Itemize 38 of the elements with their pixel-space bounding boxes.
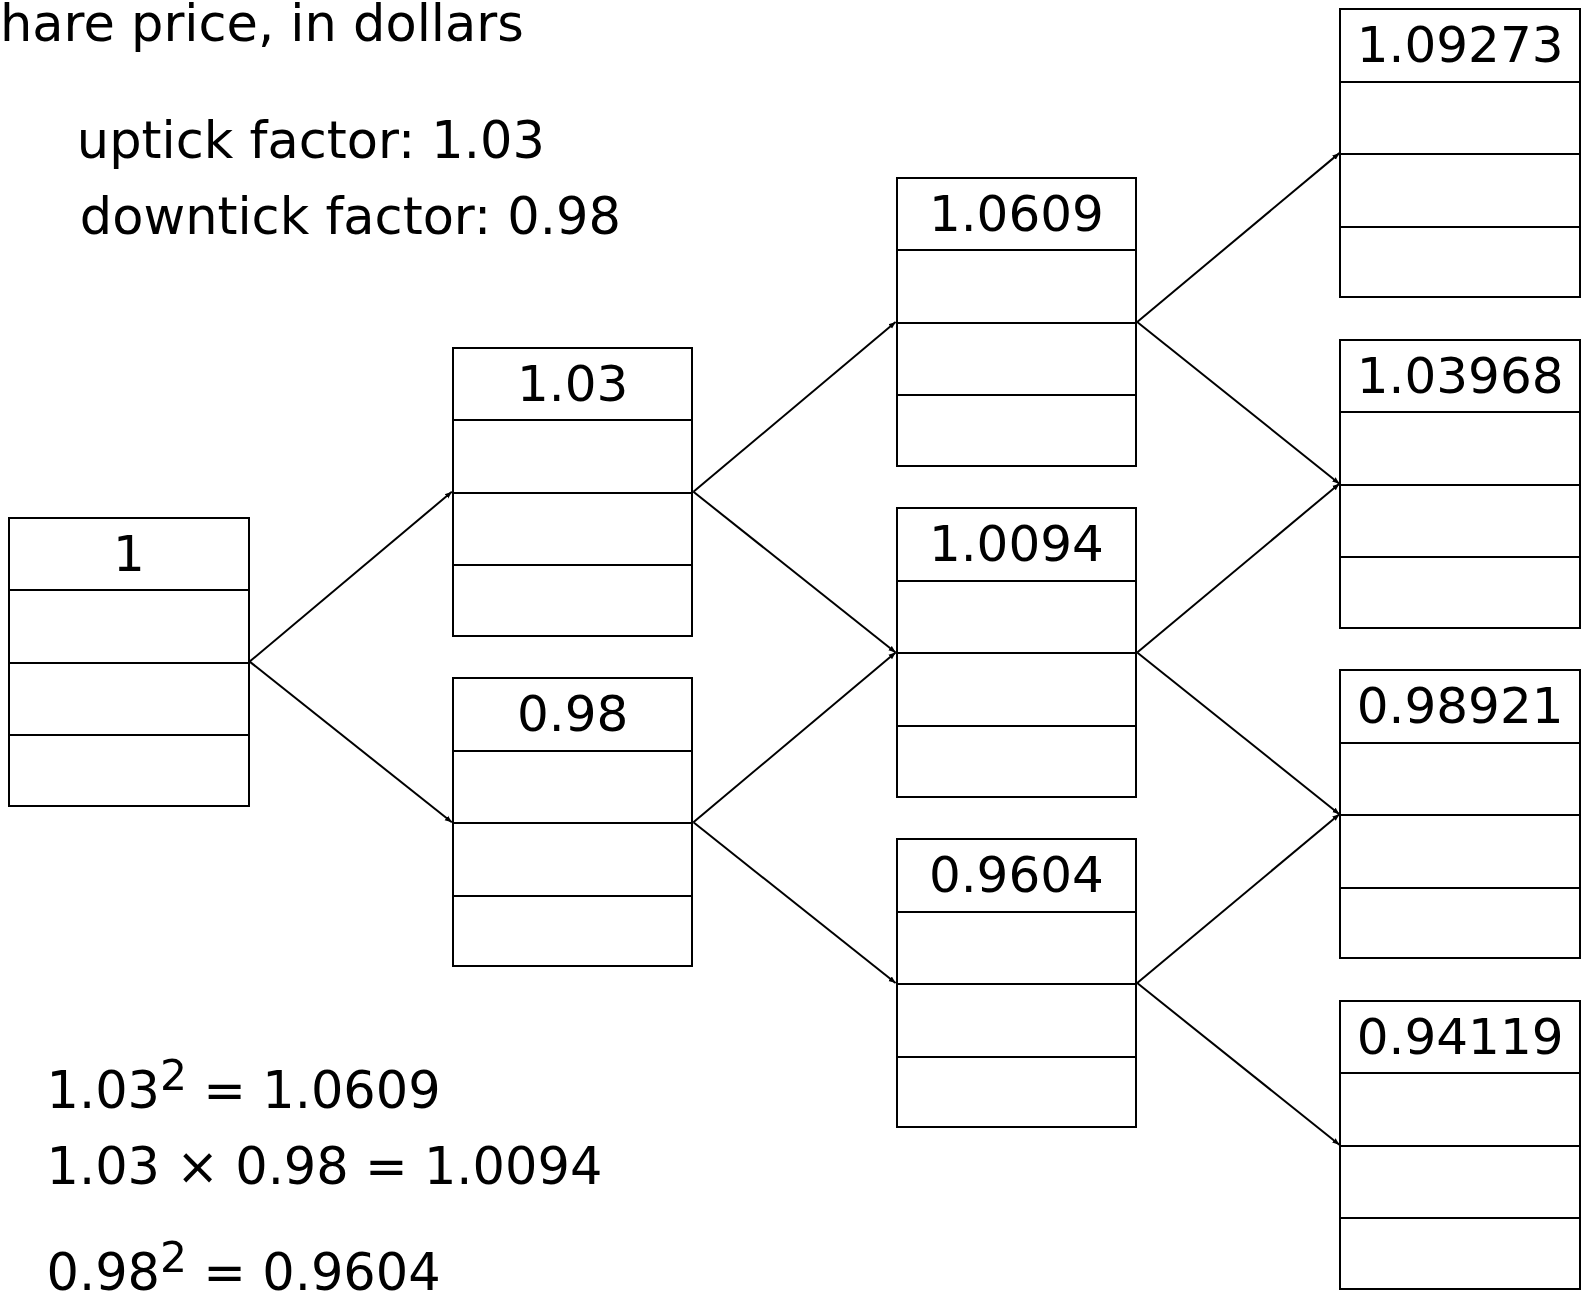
price-box <box>1339 999 1581 1290</box>
arrow <box>1136 152 1341 323</box>
arrow <box>248 490 453 663</box>
price-value: 0.98921 <box>1355 676 1565 738</box>
price-value: 0.9604 <box>927 845 1105 906</box>
price-value: 1 <box>111 523 146 585</box>
price-value: 1.03 <box>515 353 630 415</box>
arrow <box>1136 482 1341 654</box>
price-value: 1.0094 <box>927 514 1105 576</box>
price-value: 1.03968 <box>1355 345 1565 407</box>
price-value: 1.09273 <box>1355 15 1565 77</box>
price-box <box>895 507 1138 798</box>
arrow <box>248 660 453 824</box>
price-box <box>1339 669 1581 960</box>
equation-text: 1.03$^{2}$ = 1.0609 <box>46 1050 441 1122</box>
price-value: 0.94119 <box>1355 1006 1565 1068</box>
arrow <box>692 320 897 493</box>
arrow <box>1136 320 1341 485</box>
price-value: 0.98 <box>515 684 630 746</box>
title-text: hare price, in dollars <box>0 0 524 54</box>
price-value: 1.0609 <box>927 183 1105 245</box>
arrow <box>1136 651 1341 816</box>
price-box <box>895 838 1138 1129</box>
note-text: uptick factor: 1.03 <box>76 111 545 172</box>
arrow <box>692 490 897 654</box>
price-box <box>895 176 1138 467</box>
price-box <box>451 677 694 968</box>
equation-text: 0.98$^{2}$ = 0.9604 <box>46 1232 441 1291</box>
price-box <box>1339 8 1581 299</box>
arrow <box>692 651 897 824</box>
arrow <box>1136 982 1341 1146</box>
arrow <box>1136 813 1341 985</box>
price-box <box>1339 338 1581 629</box>
note-text: downtick factor: 0.98 <box>79 187 621 247</box>
price-box <box>8 516 250 807</box>
price-box <box>451 346 694 637</box>
arrow <box>692 821 897 985</box>
equation-text: 1.03 × 0.98 = 1.0094 <box>46 1137 603 1198</box>
